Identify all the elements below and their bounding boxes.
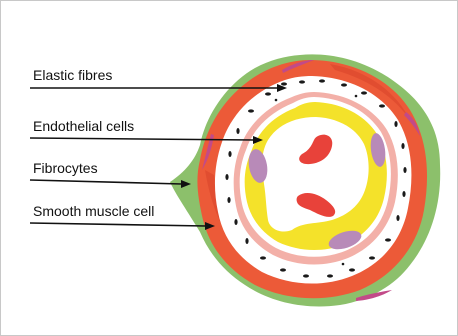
elastic-fibre	[319, 79, 325, 82]
elastic-fibre	[227, 197, 230, 203]
elastic-fibre	[349, 268, 355, 271]
fibrocytes-label: Fibrocytes	[33, 160, 98, 176]
elastic-fibre	[403, 167, 406, 173]
elastic-fibre	[280, 268, 286, 271]
elastic-fibre	[236, 128, 239, 134]
endothelial-cells-label: Endothelial cells	[33, 118, 134, 134]
elastic-fibres-label: Elastic fibres	[33, 67, 112, 83]
smooth-muscle-cell-pointer	[30, 223, 206, 226]
elastic-fibre	[401, 143, 404, 149]
elastic-fibre	[355, 95, 358, 98]
smooth-muscle-cell-label: Smooth muscle cell	[33, 203, 154, 219]
elastic-fibre	[303, 274, 309, 277]
elastic-fibre	[234, 219, 237, 225]
fibrocytes-pointer	[30, 180, 182, 184]
elastic-fibre	[341, 83, 347, 86]
elastic-fibre	[327, 274, 333, 277]
elastic-fibre	[369, 256, 375, 259]
elastic-fibre	[385, 238, 391, 241]
elastic-fibre	[379, 104, 385, 107]
elastic-fibre	[265, 92, 271, 95]
elastic-fibre	[394, 121, 397, 127]
elastic-fibre	[228, 151, 231, 157]
elastic-fibre	[248, 109, 254, 112]
elastic-fibre	[260, 256, 266, 259]
elastic-fibre	[396, 215, 399, 221]
elastic-fibre	[299, 80, 305, 83]
elastic-fibre	[245, 238, 248, 244]
elastic-fibre	[342, 263, 345, 266]
elastic-fibre	[275, 99, 278, 102]
elastic-fibre	[361, 91, 367, 94]
elastic-fibre	[225, 174, 228, 180]
elastic-fibre	[281, 82, 287, 85]
elastic-fibre	[402, 191, 405, 197]
